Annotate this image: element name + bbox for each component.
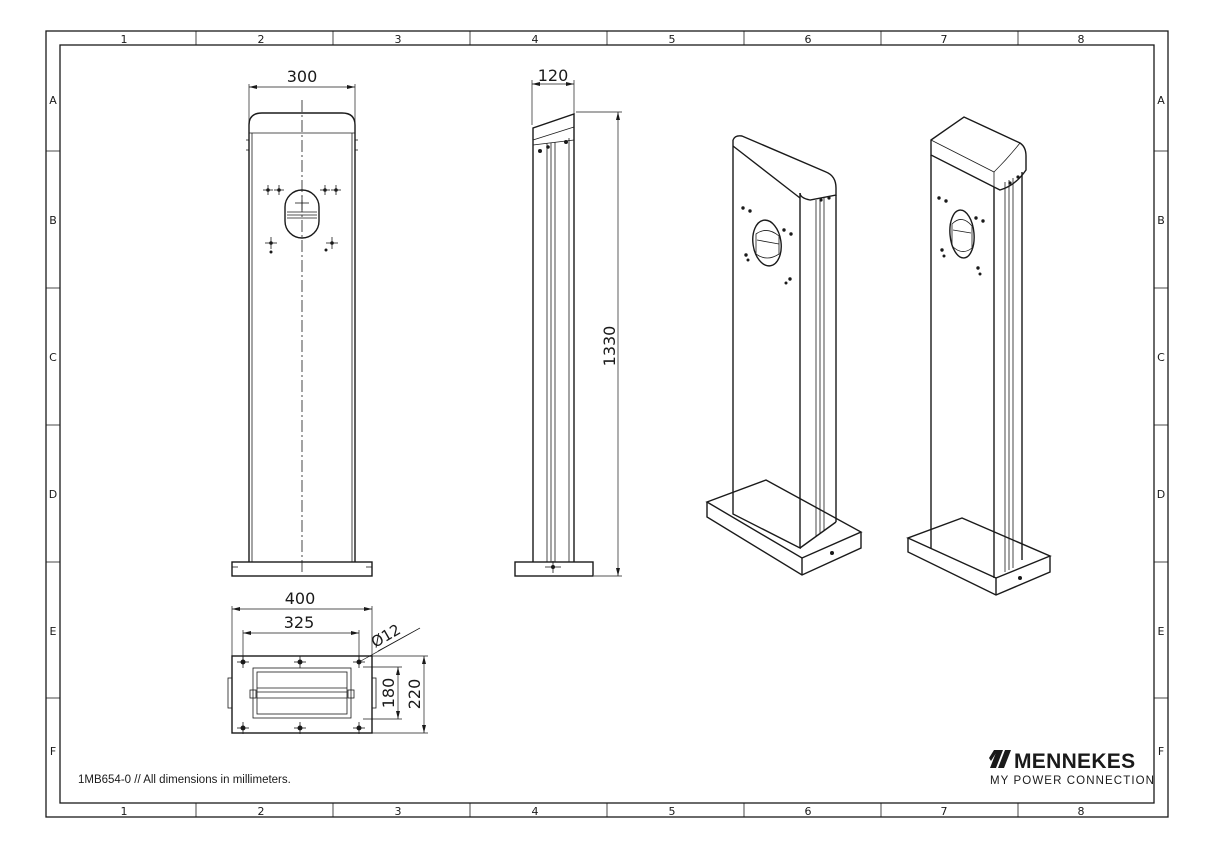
grid-col-label: 1	[121, 33, 128, 46]
grid-col-label: 5	[669, 805, 676, 818]
dim-front-width: 300	[287, 67, 318, 86]
grid-row-label: A	[49, 94, 57, 107]
dim-base-width: 400	[285, 589, 316, 608]
grid-row-label: C	[1157, 351, 1165, 364]
drawing-frame: 1 2 3 4 5 6 7 8 1 2 3 4 5 6 7 8 A B C D …	[45, 30, 1169, 818]
grid-col-label: 6	[805, 805, 812, 818]
grid-col-label: 3	[395, 805, 402, 818]
grid-row-label: A	[1157, 94, 1165, 107]
grid-row-label: F	[50, 745, 56, 758]
dim-side-depth: 120	[538, 66, 569, 85]
grid-col-label: 7	[941, 33, 948, 46]
base-top-view: 400 325 Ø12	[227, 589, 428, 734]
logo-tagline: MY POWER CONNECTION	[990, 775, 1155, 787]
dim-hole-spacing: 325	[284, 613, 315, 632]
grid-row-label: E	[1158, 625, 1165, 638]
grid-col-label: 8	[1078, 805, 1085, 818]
isometric-view-right	[906, 116, 1052, 596]
grid-col-label: 4	[532, 33, 539, 46]
grid-col-label: 2	[258, 805, 265, 818]
grid-row-label: C	[49, 351, 57, 364]
front-view: 300	[231, 67, 373, 577]
grid-col-label: 8	[1078, 33, 1085, 46]
logo-brand: MENNEKES	[1014, 750, 1135, 773]
grid-col-label: 5	[669, 33, 676, 46]
grid-row-label: E	[50, 625, 57, 638]
grid-col-label: 4	[532, 805, 539, 818]
mennekes-logo: MENNEKES MY POWER CONNECTION	[989, 750, 1155, 787]
grid-row-label: F	[1158, 745, 1164, 758]
dim-height: 1330	[600, 326, 619, 367]
drawing-note: 1MB654-0 // All dimensions in millimeter…	[78, 774, 291, 786]
grid-col-label: 6	[805, 33, 812, 46]
dim-base-inner-depth: 180	[379, 678, 398, 709]
isometric-view-left	[705, 135, 863, 576]
grid-row-label: B	[1157, 214, 1165, 227]
grid-row-label: D	[1157, 488, 1165, 501]
dim-base-depth: 220	[405, 679, 424, 710]
grid-row-label: B	[49, 214, 57, 227]
grid-col-label: 2	[258, 33, 265, 46]
grid-row-label: D	[49, 488, 57, 501]
grid-col-label: 3	[395, 33, 402, 46]
grid-col-label: 7	[941, 805, 948, 818]
mennekes-mark-icon	[989, 750, 1011, 768]
side-view: 120 1330	[514, 66, 622, 577]
grid-col-label: 1	[121, 805, 128, 818]
